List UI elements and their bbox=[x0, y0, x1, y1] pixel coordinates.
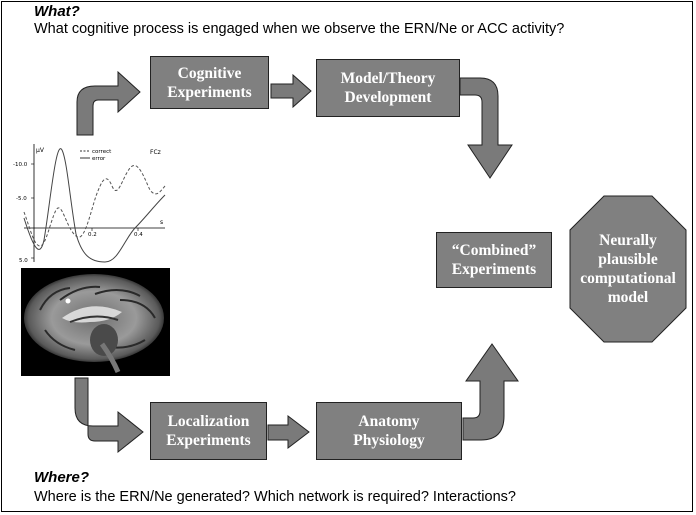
arrow-anatomy-to-combined bbox=[462, 343, 519, 441]
box-label-line: Neurally bbox=[599, 232, 657, 249]
box-label-line: model bbox=[607, 289, 649, 306]
erp-y-unit: μV bbox=[36, 147, 45, 154]
box-label-line: Cognitive bbox=[177, 64, 242, 82]
brain-mri-image bbox=[21, 268, 170, 376]
erp-error-waveform bbox=[23, 148, 166, 263]
box-label-line: Physiology bbox=[353, 432, 425, 449]
erp-legend-correct: correct bbox=[92, 149, 112, 155]
erp-x-unit: s bbox=[160, 219, 163, 226]
arrow-brain-to-localization bbox=[74, 377, 144, 454]
box-label-line: Experiments bbox=[451, 261, 537, 278]
what-question: What cognitive process is engaged when w… bbox=[34, 21, 565, 37]
erp-legend-error: error bbox=[92, 156, 106, 162]
what-heading: What? bbox=[34, 3, 80, 20]
box-label-line: plausible bbox=[598, 251, 658, 268]
neural-model-label: Neurally plausible computational model bbox=[570, 214, 686, 324]
combined-experiments-box: “Combined” Experiments bbox=[436, 232, 552, 288]
erp-y-tick-3: 5.0 bbox=[19, 258, 28, 264]
box-label-line: Development bbox=[344, 89, 432, 106]
box-label-line: Anatomy bbox=[358, 413, 420, 430]
erp-y-tick-2: -5.0 bbox=[16, 196, 27, 202]
erp-plot: μV FCz -10.0 -5.0 5.0 0.2 0.4 s correct … bbox=[13, 144, 166, 264]
box-label-line: computational bbox=[580, 270, 676, 287]
arrow-localization-to-anatomy bbox=[267, 414, 310, 450]
where-question: Where is the ERN/Ne generated? Which net… bbox=[34, 489, 516, 505]
arrow-model-to-combined bbox=[459, 77, 513, 179]
arrow-plot-to-cognitive bbox=[76, 70, 141, 136]
erp-correct-waveform bbox=[23, 165, 166, 247]
box-label-line: Localization bbox=[167, 413, 250, 430]
box-label-line: Experiments bbox=[167, 83, 252, 101]
box-label-line: Model/Theory bbox=[340, 70, 436, 87]
arrow-cognitive-to-model bbox=[270, 73, 312, 109]
erp-channel-label: FCz bbox=[150, 149, 161, 156]
erp-x-tick-2: 0.4 bbox=[134, 232, 143, 238]
erp-y-tick-1: -10.0 bbox=[13, 162, 28, 168]
where-heading: Where? bbox=[34, 469, 90, 486]
box-label-line: Experiments bbox=[166, 432, 251, 449]
neural-model-octagon bbox=[569, 195, 687, 343]
box-label-line: “Combined” bbox=[451, 242, 537, 259]
erp-x-tick-1: 0.2 bbox=[88, 232, 97, 238]
